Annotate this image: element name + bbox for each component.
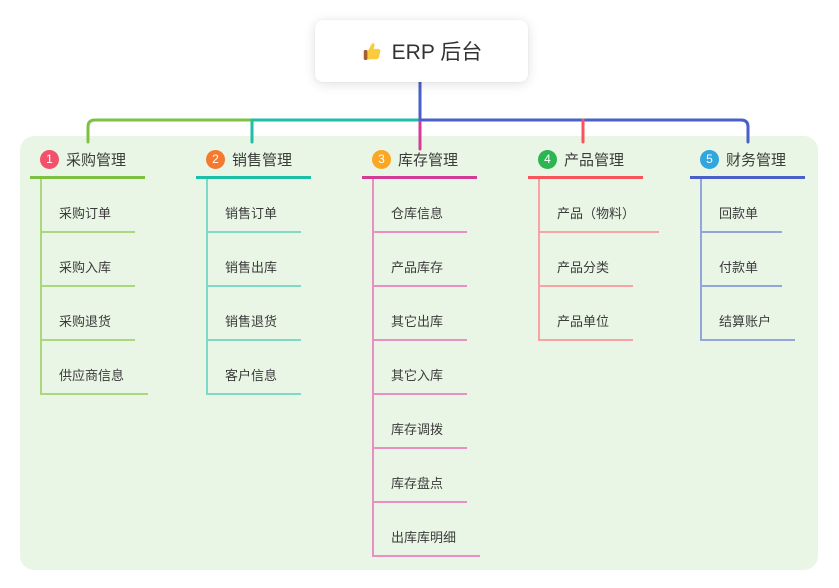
child-node[interactable]: 产品单位 bbox=[540, 287, 634, 341]
child-node[interactable]: 其它出库 bbox=[374, 287, 468, 341]
branch-header[interactable]: 2 销售管理 bbox=[196, 149, 311, 179]
branch-children: 回款单 付款单 结算账户 bbox=[700, 179, 796, 341]
child-node[interactable]: 采购退货 bbox=[42, 287, 136, 341]
root-node[interactable]: ERP 后台 bbox=[315, 20, 528, 82]
branches-panel bbox=[20, 136, 818, 570]
branch-label: 销售管理 bbox=[232, 152, 293, 169]
child-node[interactable]: 仓库信息 bbox=[374, 179, 468, 233]
child-node[interactable]: 产品分类 bbox=[540, 233, 634, 287]
branch-label: 财务管理 bbox=[726, 152, 787, 169]
child-node[interactable]: 销售退货 bbox=[208, 287, 302, 341]
branch-label: 产品管理 bbox=[564, 152, 625, 169]
branch-inventory: 3 库存管理 仓库信息 产品库存 其它出库 其它入库 库存调拨 库存盘点 出库库… bbox=[362, 149, 481, 557]
root-title: ERP 后台 bbox=[391, 41, 483, 64]
branch-number-badge: 5 bbox=[700, 150, 719, 169]
branch-header[interactable]: 3 库存管理 bbox=[362, 149, 477, 179]
branch-children: 销售订单 销售出库 销售退货 客户信息 bbox=[206, 179, 302, 395]
child-node[interactable]: 付款单 bbox=[702, 233, 783, 287]
child-node[interactable]: 产品（物料） bbox=[540, 179, 660, 233]
branch-number-badge: 2 bbox=[206, 150, 225, 169]
branch-children: 采购订单 采购入库 采购退货 供应商信息 bbox=[40, 179, 149, 395]
branch-product: 4 产品管理 产品（物料） 产品分类 产品单位 bbox=[528, 149, 660, 341]
child-node[interactable]: 供应商信息 bbox=[42, 341, 149, 395]
branch-purchase: 1 采购管理 采购订单 采购入库 采购退货 供应商信息 bbox=[30, 149, 149, 395]
child-node[interactable]: 库存调拨 bbox=[374, 395, 468, 449]
connector-root-and-branch5 bbox=[418, 80, 750, 144]
child-node[interactable]: 库存盘点 bbox=[374, 449, 468, 503]
branch-header[interactable]: 4 产品管理 bbox=[528, 149, 643, 179]
branch-number-badge: 3 bbox=[372, 150, 391, 169]
thumbs-up-icon bbox=[363, 43, 381, 60]
branch-sales: 2 销售管理 销售订单 销售出库 销售退货 客户信息 bbox=[196, 149, 311, 395]
child-node[interactable]: 销售订单 bbox=[208, 179, 302, 233]
child-node[interactable]: 出库库明细 bbox=[374, 503, 481, 557]
branch-finance: 5 财务管理 回款单 付款单 结算账户 bbox=[690, 149, 805, 341]
child-node[interactable]: 回款单 bbox=[702, 179, 783, 233]
branch-label: 采购管理 bbox=[66, 152, 127, 169]
child-node[interactable]: 结算账户 bbox=[702, 287, 796, 341]
branch-label: 库存管理 bbox=[398, 152, 459, 169]
branch-number-badge: 1 bbox=[40, 150, 59, 169]
branch-number-badge: 4 bbox=[538, 150, 557, 169]
child-node[interactable]: 采购订单 bbox=[42, 179, 136, 233]
child-node[interactable]: 客户信息 bbox=[208, 341, 302, 395]
child-node[interactable]: 采购入库 bbox=[42, 233, 136, 287]
child-node[interactable]: 销售出库 bbox=[208, 233, 302, 287]
branch-children: 仓库信息 产品库存 其它出库 其它入库 库存调拨 库存盘点 出库库明细 bbox=[372, 179, 481, 557]
branch-header[interactable]: 1 采购管理 bbox=[30, 149, 145, 179]
branch-children: 产品（物料） 产品分类 产品单位 bbox=[538, 179, 660, 341]
child-node[interactable]: 其它入库 bbox=[374, 341, 468, 395]
branch-header[interactable]: 5 财务管理 bbox=[690, 149, 805, 179]
child-node[interactable]: 产品库存 bbox=[374, 233, 468, 287]
